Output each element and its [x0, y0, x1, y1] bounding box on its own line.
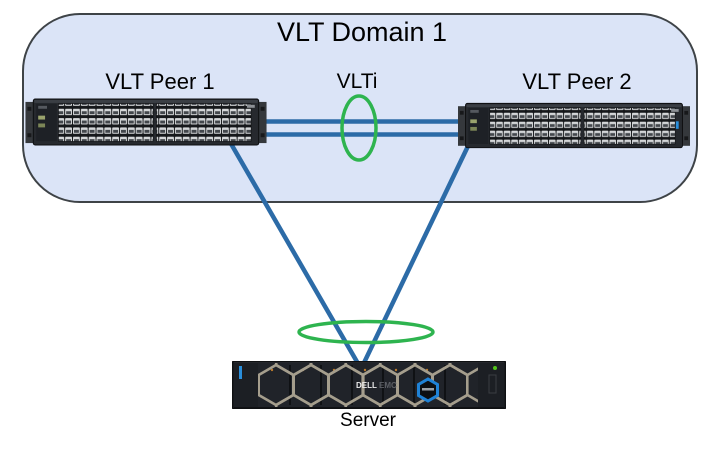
peer1-label: VLT Peer 1 [105, 69, 215, 94]
peer2-server-link [359, 143, 472, 368]
switch-image-peer1 [25, 98, 267, 146]
dell-emc-logo: DELL EMC [356, 381, 397, 390]
svg-text:EMC: EMC [379, 381, 397, 390]
vlti-label: VLTi [336, 70, 378, 93]
port-grid [58, 103, 252, 142]
drive-bay-grille [258, 363, 478, 407]
server-image: DELL EMC [232, 361, 506, 409]
peer2-label: VLT Peer 2 [522, 69, 632, 94]
server-label: Server [340, 410, 396, 431]
power-led [239, 366, 242, 379]
vlti-lag-ellipse [340, 94, 378, 162]
peer1-server-link [228, 140, 362, 369]
server-lag-ellipse [297, 319, 435, 345]
switch-image-peer2 [458, 102, 690, 149]
port-grid [489, 107, 676, 145]
status-led [493, 366, 497, 370]
svg-text:DELL: DELL [356, 381, 377, 390]
idrac-hexagon-badge [417, 377, 439, 403]
domain-title: VLT Domain 1 [276, 17, 448, 47]
